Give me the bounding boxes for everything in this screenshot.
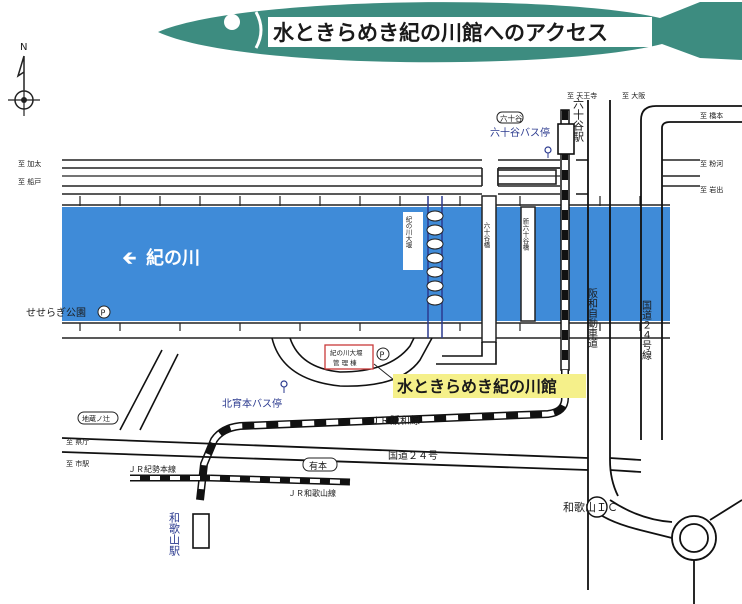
park-parking-icon bbox=[97, 305, 111, 319]
north-arrow-icon bbox=[16, 55, 25, 90]
jr-hanwa-label: ＪＲ阪和線 bbox=[370, 414, 420, 427]
river-name: 紀の川 bbox=[146, 247, 200, 269]
facility-parking-icon bbox=[376, 347, 390, 361]
weir-label: 紀の川大堰 bbox=[404, 215, 412, 249]
rokujuudani-bridges bbox=[481, 195, 536, 343]
rokujuudani-station bbox=[557, 123, 575, 155]
jr-wakayama-label: ＪＲ和歌山線 bbox=[288, 488, 336, 498]
kinokawa-weir: 紀の川大堰 bbox=[403, 196, 444, 338]
dir-tennouji: 至 天王寺 bbox=[567, 92, 597, 100]
title-plate bbox=[268, 17, 652, 47]
west-arrow-icon: 🡸 bbox=[122, 248, 137, 269]
wakayama-interchange bbox=[587, 499, 742, 604]
station-wakayama-label: 和歌山駅 bbox=[168, 512, 181, 557]
kita-bus-stop-icon bbox=[280, 380, 288, 388]
station-rokujuudani-label: 六十谷駅 bbox=[572, 98, 585, 143]
compass: N bbox=[8, 42, 40, 116]
facility-highlight bbox=[393, 374, 586, 398]
dir-kokawa: 至 粉河 bbox=[700, 159, 723, 168]
bus-stop-icon bbox=[544, 146, 552, 154]
route24-vertical-label: 国道２４号線 bbox=[640, 300, 652, 360]
dir-kata: 至 加太 bbox=[18, 159, 41, 168]
hanwa-expressway-label: 阪和自動車道 bbox=[586, 287, 598, 348]
dir-shieki: 至 市駅 bbox=[66, 459, 89, 468]
page-title: 水ときらめき紀の川館へのアクセス bbox=[273, 21, 608, 45]
dir-funato: 至 船戸 bbox=[18, 177, 41, 186]
arimoto-label: 有本 bbox=[309, 460, 327, 472]
rokujuudani-badge: 六十谷 bbox=[500, 113, 523, 123]
jr-hanwa-line bbox=[196, 109, 570, 501]
dam-office-line1: 紀の川大堰 bbox=[330, 348, 363, 357]
jr-kisei-line bbox=[130, 474, 351, 486]
ic-marker bbox=[586, 496, 608, 518]
fish-eye bbox=[224, 14, 240, 30]
rokujuudani-bridge-label: 六十谷橋 bbox=[482, 221, 490, 250]
title-banner: 水ときらめき紀の川館へのアクセス bbox=[158, 2, 742, 63]
dir-osaka: 至 大阪 bbox=[622, 91, 645, 100]
wakayama-station bbox=[192, 513, 210, 549]
river-label: 🡸 紀の川 bbox=[122, 247, 200, 269]
facility-name: 水ときらめき紀の川館 bbox=[397, 377, 557, 396]
bus-kita-label: 北宵本バス停 bbox=[222, 397, 282, 410]
shin-rokujuudani-bridge-label: 新六十谷橋 bbox=[521, 217, 529, 252]
hanwa-expressway bbox=[587, 100, 742, 590]
dam-office-line2: 管 理 棟 bbox=[333, 358, 357, 367]
rokujuudani-bus-stop: 六十谷 六十谷バス停 bbox=[490, 111, 552, 158]
svg-text:P: P bbox=[380, 351, 385, 360]
route24-label: 国道２４号 bbox=[388, 449, 438, 462]
jizo-label: 地蔵ノ辻 bbox=[82, 414, 110, 423]
bus-rokujuudani-label: 六十谷バス停 bbox=[490, 126, 550, 139]
park-label: せせらぎ公園 bbox=[26, 306, 86, 319]
jr-kisei-label: ＪＲ紀勢本線 bbox=[128, 464, 176, 474]
interchange-label: 和歌山ＩＣ bbox=[563, 500, 618, 514]
dir-hashimoto: 至 橋本 bbox=[700, 111, 723, 120]
local-roads bbox=[119, 337, 497, 431]
north-bank-roads bbox=[62, 159, 700, 195]
fish-gill bbox=[254, 11, 263, 49]
facility-marker: 紀の川大堰 管 理 棟 P bbox=[324, 344, 395, 381]
svg-text:P: P bbox=[101, 309, 106, 318]
compass-north-label: N bbox=[20, 42, 27, 53]
dir-iwade: 至 岩出 bbox=[700, 185, 723, 194]
dir-kenchou: 至 県庁 bbox=[66, 437, 89, 446]
